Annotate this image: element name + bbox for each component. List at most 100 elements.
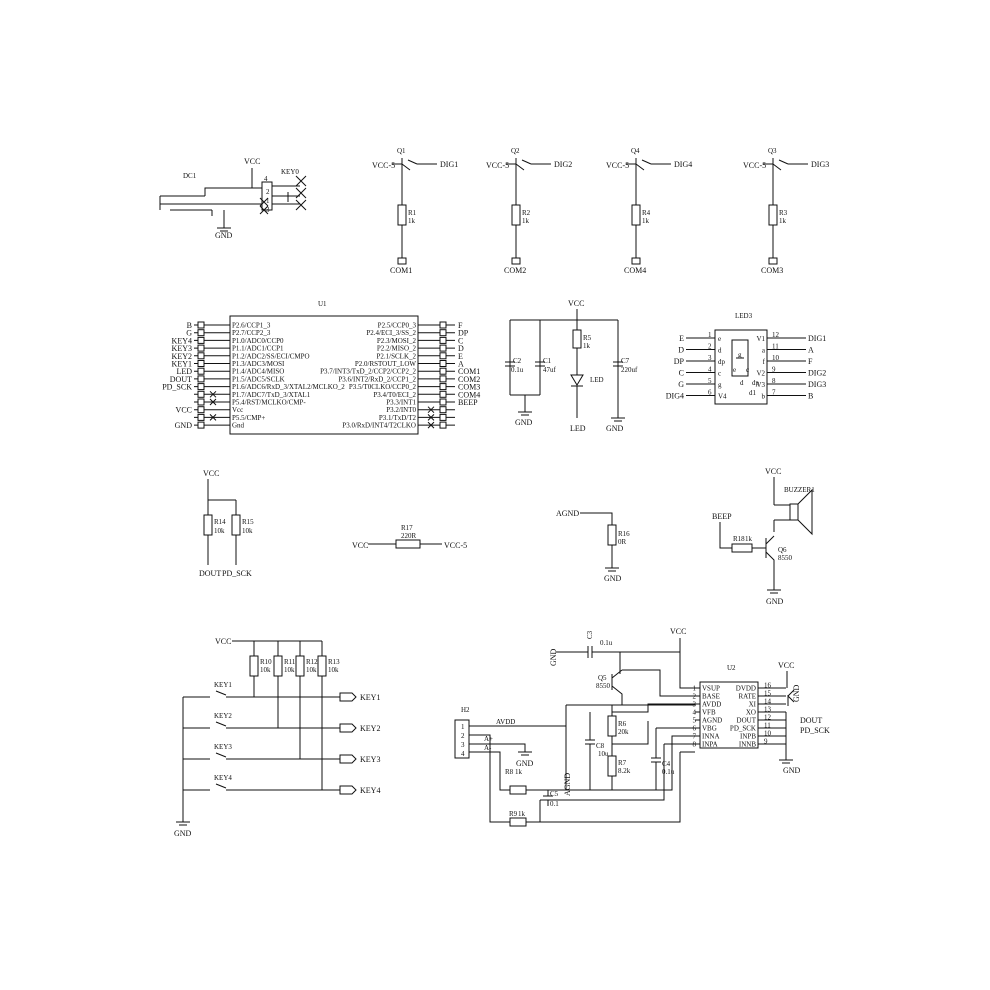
key-switch-ref-1: KEY2 bbox=[214, 712, 232, 720]
display-right-num-0: 12 bbox=[772, 331, 780, 339]
transistor-com-2: COM4 bbox=[624, 266, 646, 275]
r16-ref: R16 bbox=[618, 530, 630, 538]
mcu-left-net-1: G bbox=[186, 329, 192, 338]
adc-r8-value: 1k bbox=[515, 768, 523, 776]
adc-pdsck: PD_SCK bbox=[800, 726, 830, 735]
u2-right-num-4: 12 bbox=[764, 714, 772, 722]
u2-left-num-7: 8 bbox=[693, 741, 697, 749]
u2-right-num-3: 13 bbox=[764, 706, 772, 714]
mcu-left-pin-13: Gnd bbox=[232, 422, 245, 430]
mcu-right-pin-6: P3.7/INT3/TxD_2/CCP2/CCP2_2 bbox=[320, 368, 416, 376]
adc-gnd2: GND bbox=[792, 684, 801, 702]
adc-u2-body bbox=[699, 681, 759, 749]
display-body bbox=[714, 329, 768, 405]
key-net-1: KEY2 bbox=[360, 724, 380, 733]
key0-vcc: VCC bbox=[244, 157, 260, 166]
mcu-left-pin-1: P2.7/CCP2_3 bbox=[232, 329, 271, 337]
pullup-r14: R14 bbox=[214, 518, 226, 526]
transistor-dig-2: DIG4 bbox=[674, 160, 692, 169]
transistor-com-1: COM2 bbox=[504, 266, 526, 275]
keys-gnd: GND bbox=[174, 829, 192, 838]
display-right-num-1: 11 bbox=[772, 343, 779, 351]
key-res-ref-1: R11 bbox=[284, 658, 296, 666]
transistor-vcc-0: VCC-5 bbox=[372, 161, 395, 170]
mcu-right-pin-4: P2.1/SCLK_2 bbox=[377, 352, 417, 360]
u2-right-pin-4: DOUT bbox=[737, 717, 757, 725]
transistor-r-2: R4 bbox=[642, 209, 651, 217]
key0-pin-3: 3 bbox=[266, 206, 270, 214]
u2-left-num-5: 6 bbox=[693, 725, 697, 733]
mcu-left-net-8: PD_SCK bbox=[162, 383, 192, 392]
buzzer-section: VCC BUZZER1 BEEP R18 1k Q6 8550 GND bbox=[712, 467, 815, 606]
display-right-num-4: 8 bbox=[772, 377, 776, 385]
power-c7: C7 bbox=[621, 357, 630, 365]
transistor-ref-1: Q2 bbox=[511, 147, 520, 155]
adc-h2-aplus: A+ bbox=[484, 735, 493, 743]
transistor-rv-2: 1k bbox=[642, 217, 650, 225]
display-left-label-4: g bbox=[718, 381, 722, 389]
transistor-r-3: R3 bbox=[779, 209, 788, 217]
key-res-val-1: 10k bbox=[284, 666, 295, 674]
mcu-right-net-3: D bbox=[458, 344, 464, 353]
key-switch-ref-2: KEY3 bbox=[214, 743, 232, 751]
key-res-val-2: 10k bbox=[306, 666, 317, 674]
buzzer-q6: Q6 bbox=[778, 546, 787, 554]
display-left-num-0: 1 bbox=[708, 331, 712, 339]
transistor-ref-3: Q3 bbox=[768, 147, 777, 155]
mcu-left-net-2: KEY4 bbox=[172, 336, 192, 345]
power-gnd-left: GND bbox=[515, 418, 533, 427]
mcu-right-pin-1: P2.4/ECI_3/SS_2 bbox=[366, 329, 416, 337]
mcu-left-pin-12: P5.5/CMP+ bbox=[232, 414, 265, 422]
display-left-net-1: D bbox=[678, 346, 684, 355]
transistor-vcc-3: VCC-5 bbox=[743, 161, 766, 170]
pullup-pdsck: PD_SCK bbox=[222, 569, 252, 578]
display-right-net-2: F bbox=[808, 357, 813, 366]
key-switch-ref-0: KEY1 bbox=[214, 681, 232, 689]
adc-dout: DOUT bbox=[800, 716, 822, 725]
key-res-ref-2: R12 bbox=[306, 658, 318, 666]
digit-driver-transistors: VCC-5Q1DIG1R11kCOM1VCC-5Q2DIG2R21kCOM2VC… bbox=[372, 147, 829, 275]
mcu-left-pin-9: P1.7/ADC7/TxD_3/XTAL1 bbox=[232, 391, 311, 399]
mcu-right-net-7: COM2 bbox=[458, 375, 480, 384]
mcu-right-net-4: E bbox=[458, 352, 463, 361]
key0-gnd: GND bbox=[215, 231, 233, 240]
key-net-0: KEY1 bbox=[360, 693, 380, 702]
key0-pin-2: 2 bbox=[266, 188, 270, 196]
transistor-rv-0: 1k bbox=[408, 217, 416, 225]
display-left-num-2: 3 bbox=[708, 354, 712, 362]
r17-value: 220R bbox=[401, 532, 417, 540]
power-led: LED bbox=[590, 376, 604, 384]
r17-section: R17 220R VCC VCC-5 bbox=[352, 524, 467, 550]
adc-q5: Q5 bbox=[598, 674, 607, 682]
key0-pin-1: 1 bbox=[266, 197, 270, 205]
mcu-left-net-13: GND bbox=[175, 421, 193, 430]
pullup-r14-value: 10k bbox=[214, 527, 225, 535]
key-res-ref-3: R13 bbox=[328, 658, 340, 666]
power-c2: C2 bbox=[513, 357, 522, 365]
adc-q5-value: 8550 bbox=[596, 682, 611, 690]
adc-c8-value: 10u bbox=[598, 750, 609, 758]
display-right-net-5: B bbox=[808, 392, 813, 401]
power-vcc: VCC bbox=[568, 299, 584, 308]
adc-gnd3: GND bbox=[783, 766, 801, 775]
adc-h2-pin-2: 2 bbox=[461, 732, 465, 740]
adc-c8: C8 bbox=[596, 742, 605, 750]
mcu-ref: U1 bbox=[318, 300, 327, 308]
display-segment-0: g bbox=[738, 351, 742, 359]
adc-c5-value: 0.1 bbox=[550, 800, 559, 808]
display-left-num-3: 4 bbox=[708, 366, 712, 374]
mcu-left-net-3: KEY3 bbox=[172, 344, 192, 353]
key-switch-ref-3: KEY4 bbox=[214, 774, 232, 782]
adc-h2: H2 bbox=[461, 706, 470, 714]
power-led-net: LED bbox=[570, 424, 586, 433]
u2-right-pin-2: XI bbox=[749, 701, 757, 709]
mcu-right-pin-2: P2.3/MOSI_2 bbox=[377, 337, 417, 345]
r16-value: 0R bbox=[618, 538, 627, 546]
u2-left-num-3: 4 bbox=[693, 709, 697, 717]
display-right-label-3: V2 bbox=[756, 370, 765, 378]
display-segment-5: d1 bbox=[749, 389, 757, 397]
transistor-com-3: COM3 bbox=[761, 266, 783, 275]
display-left-label-5: V4 bbox=[718, 393, 727, 401]
pullup-r15: R15 bbox=[242, 518, 254, 526]
